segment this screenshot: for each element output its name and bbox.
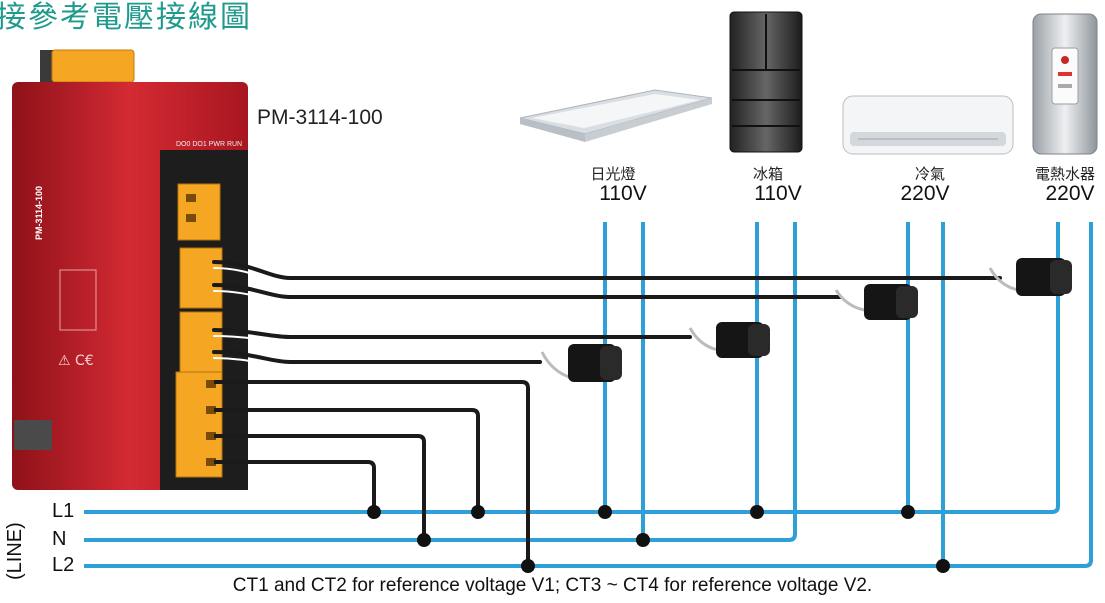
svg-text:PM-3114-100: PM-3114-100	[34, 186, 44, 240]
appliance-voltage: 110V	[599, 182, 647, 205]
tap-3	[214, 434, 426, 540]
ct-clamp-3	[834, 284, 918, 320]
voltage-taps	[214, 380, 530, 566]
svg-text:DO0 DO1 PWR RUN: DO0 DO1 PWR RUN	[176, 141, 242, 148]
appliance-name: 日光燈	[590, 165, 636, 183]
junction-dots	[367, 505, 950, 573]
tap-2	[214, 408, 480, 512]
refrigerator-icon	[729, 11, 803, 153]
diagram-title: 接參考電壓接線圖	[0, 0, 252, 35]
air-conditioner-icon	[842, 95, 1014, 155]
ct-clamp-1	[540, 344, 622, 382]
water-heater-icon	[1032, 13, 1098, 155]
line-label-l2: L2	[52, 554, 75, 576]
ct-clamp-4	[988, 258, 1072, 296]
ceiling-light-icon	[519, 89, 713, 142]
appliance-name: 電熱水器	[1034, 165, 1095, 183]
line-label-l1: L1	[52, 500, 75, 522]
ct-cables	[212, 260, 1002, 368]
diagram-caption: CT1 and CT2 for reference voltage V1; CT…	[232, 575, 873, 596]
svg-text:⚠ C€: ⚠ C€	[58, 353, 94, 369]
line-group-label: (LINE)	[4, 522, 26, 580]
line-label-n: N	[52, 528, 67, 550]
appliance-voltage: 220V	[1045, 182, 1095, 205]
ct-clamp-2	[688, 322, 770, 358]
tap-1	[214, 380, 530, 566]
pm-3114-device: DO0 DO1 PWR RUN PM-3114-100 ⚠ C€	[12, 49, 248, 490]
appliance-voltage: 110V	[754, 182, 802, 205]
ct-clamps	[540, 258, 1072, 382]
appliance-name: 冷氣	[914, 165, 945, 183]
tap-4	[214, 460, 376, 512]
wire-l2	[84, 222, 1093, 568]
line-wires	[84, 222, 1093, 568]
appliance-name: 冰箱	[752, 165, 783, 183]
appliance-voltage: 220V	[900, 182, 950, 205]
wire-n	[84, 222, 797, 542]
wire-l1	[84, 222, 1060, 514]
device-model-label: PM-3114-100	[257, 106, 383, 129]
